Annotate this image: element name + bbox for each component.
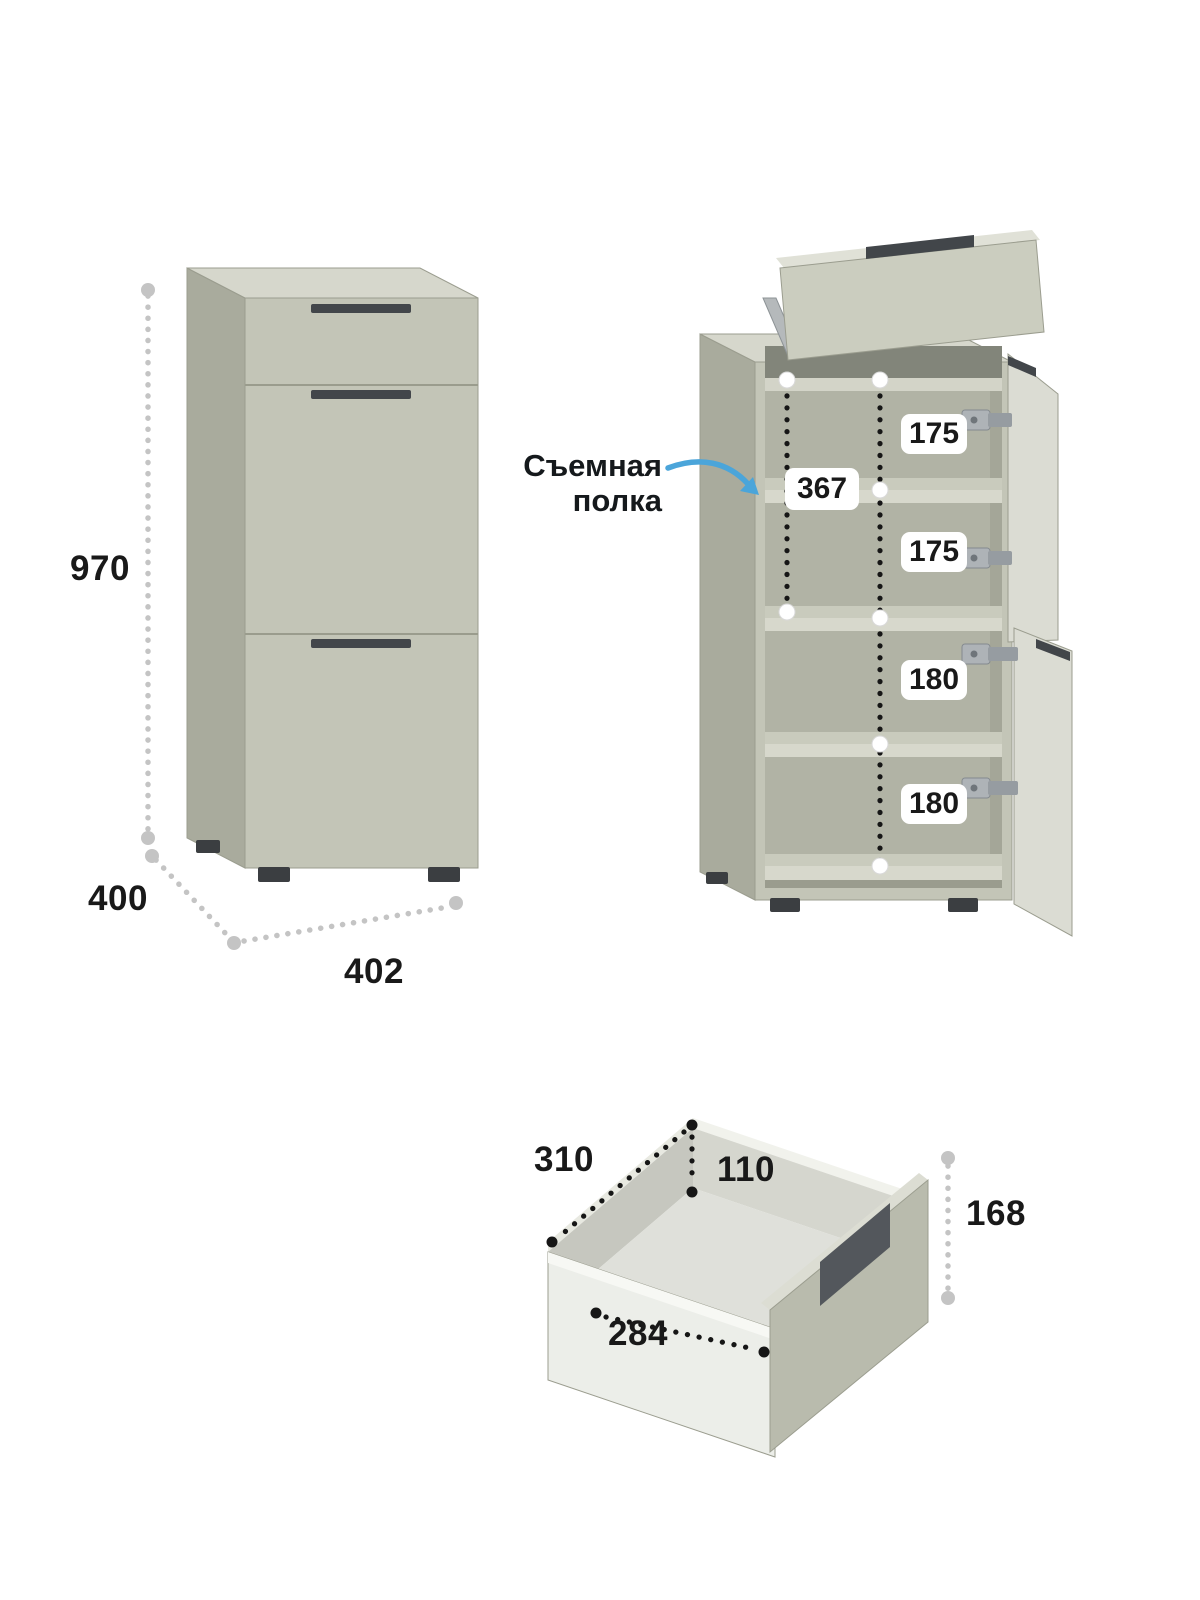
dim-endpoint-dot <box>141 283 155 297</box>
hinge-icon <box>961 643 1018 665</box>
pulled-drawer-handle-icon <box>866 235 974 259</box>
lower-door-handle-icon <box>311 639 411 648</box>
open-bottom-door <box>1013 627 1073 937</box>
dim-white-dot <box>778 371 796 389</box>
hinge-arm <box>988 781 1018 795</box>
dim-white-dot <box>871 481 889 499</box>
cabinet-front-face <box>244 297 479 869</box>
dim-white-dot <box>871 609 889 627</box>
dim-endpoint-dot <box>941 1151 955 1165</box>
hinge-arm <box>988 551 1012 565</box>
closed-cabinet-dimension-lines <box>141 283 463 950</box>
annotation-line-2: полка <box>572 482 662 518</box>
cabinet-foot-back <box>196 840 220 853</box>
hinge-arm <box>988 647 1018 661</box>
depth-dimension-label: 400 <box>88 879 148 918</box>
drawer-back-right-rim <box>693 1118 920 1205</box>
annotation-arrowhead-icon <box>740 477 759 495</box>
cabinet-foot-left <box>258 867 290 882</box>
removable-shelf-height-label: 367 <box>785 468 859 510</box>
compartment-4-height-label: 180 <box>901 784 967 824</box>
hinge-screw <box>970 416 978 424</box>
hinge-icon <box>961 547 1012 569</box>
dim-endpoint-dot <box>449 896 463 910</box>
dim-endpoint-dot <box>758 1346 770 1358</box>
hinge-screw <box>970 784 978 792</box>
inner-depth-dim-line <box>557 1129 687 1239</box>
compartment-3-height-label: 180 <box>901 660 967 700</box>
removable-shelf-annotation: Съемная полка <box>462 448 662 518</box>
dim-endpoint-dot <box>686 1119 698 1131</box>
cabinet-foot-right <box>428 867 460 882</box>
dim-endpoint-dot <box>546 1236 558 1248</box>
dim-white-dot <box>871 735 889 753</box>
depth-dim-line <box>153 857 231 939</box>
drawer-front-handle-icon <box>820 1203 890 1306</box>
hinge-arm <box>988 413 1012 427</box>
dim-endpoint-dot <box>941 1291 955 1305</box>
closed-cabinet-illustration <box>186 267 479 882</box>
interior-right-wall-shade <box>990 391 1002 888</box>
top-door-handle-icon <box>1008 356 1036 377</box>
width-dimension-label: 402 <box>344 952 404 991</box>
hinge-screw <box>970 554 978 562</box>
drawer-inner-width-label: 284 <box>608 1314 668 1353</box>
width-dim-line <box>241 904 451 944</box>
dim-endpoint-dot <box>590 1307 602 1319</box>
height-dimension-label: 970 <box>70 549 130 588</box>
drawer-left-wall-rim <box>548 1252 775 1340</box>
drawer-handle-icon <box>311 304 411 313</box>
dim-white-dot <box>871 371 889 389</box>
compartment-2-height-label: 175 <box>901 532 967 572</box>
hinge-icon <box>961 777 1018 799</box>
annotation-line-1: Съемная <box>523 448 662 483</box>
dim-white-dot <box>871 857 889 875</box>
bottom-shadow <box>765 880 1002 888</box>
carcass-foot-back <box>706 872 728 884</box>
annotation-arrow-icon <box>665 459 751 487</box>
inner-width-dim-line <box>603 1314 757 1352</box>
open-top-door <box>1007 352 1059 643</box>
drawer-front-height-label: 168 <box>966 1194 1026 1233</box>
carcass-side-face <box>699 333 756 901</box>
dim-endpoint-dot <box>227 936 241 950</box>
dim-endpoint-dot <box>145 849 159 863</box>
hinge-icon <box>961 409 1012 431</box>
dim-endpoint-dot <box>686 1186 698 1198</box>
drawer-inner-depth-label: 310 <box>534 1140 594 1179</box>
drawer-illustration <box>546 1118 955 1458</box>
dim-white-dot <box>778 603 796 621</box>
dim-endpoint-dot <box>141 831 155 845</box>
open-cabinet-illustration <box>665 230 1073 937</box>
carcass-foot-left <box>770 898 800 912</box>
cabinet-side-face <box>186 267 246 869</box>
bottom-door-handle-icon <box>1036 639 1070 661</box>
hinge-screw <box>970 650 978 658</box>
upper-door-handle-icon <box>311 390 411 399</box>
drawer-inner-height-label: 110 <box>717 1150 775 1189</box>
carcass-foot-right <box>948 898 978 912</box>
compartment-1-height-label: 175 <box>901 414 967 454</box>
